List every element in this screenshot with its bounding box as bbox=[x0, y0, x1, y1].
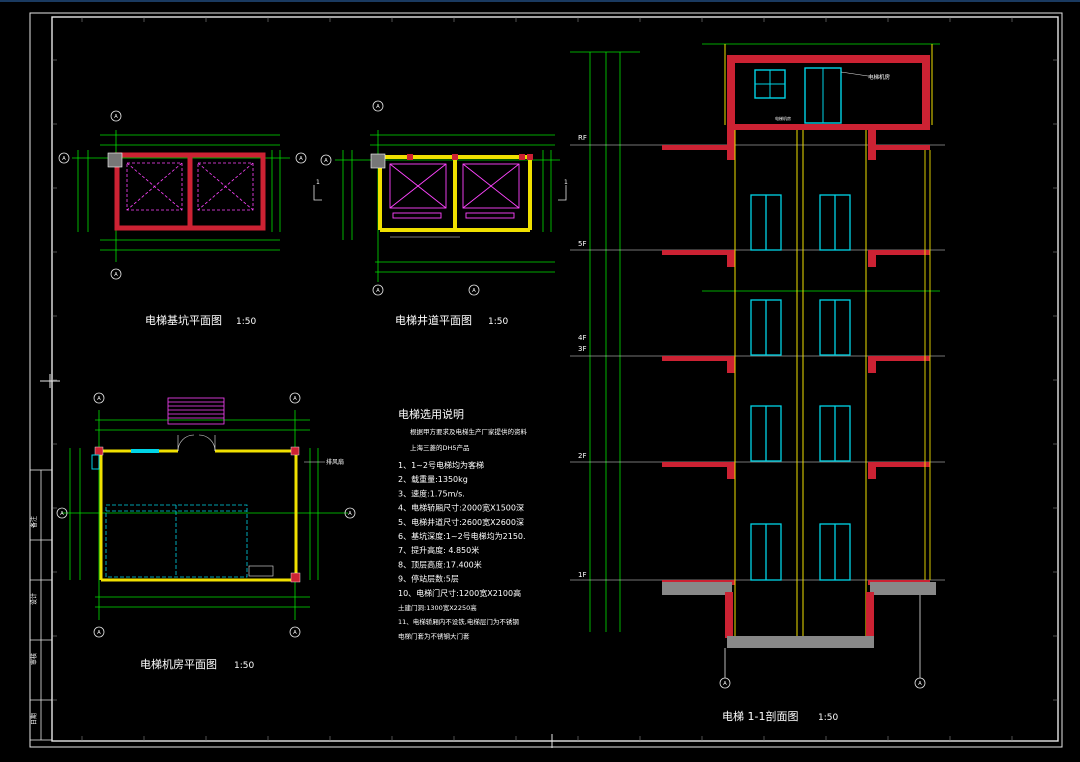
notes-intro-2: 上海三菱的DH5产品 bbox=[410, 443, 470, 452]
notes-item: 8、顶层高度:17.400米 bbox=[398, 559, 482, 569]
machine-room-door bbox=[177, 434, 216, 452]
shaft-column-corner bbox=[370, 153, 386, 169]
vent-fan bbox=[91, 454, 100, 470]
section-axis-label-2: A bbox=[918, 681, 922, 687]
notes-item: 3、速度:1.75m/s. bbox=[398, 488, 465, 498]
machine-room-axis-label-5: A bbox=[60, 511, 64, 517]
notes-item: 10、电梯门尺寸:1200宽X2100高 bbox=[398, 588, 521, 598]
level-label-rf: RF bbox=[578, 134, 587, 142]
notes-item: 土建门洞:1300宽X2250高 bbox=[398, 603, 477, 612]
shaft-axis-label-bottom-2: A bbox=[472, 288, 476, 294]
level-label-1f: 1F bbox=[578, 571, 586, 579]
section-walls-outer bbox=[924, 150, 931, 580]
machine-room-floor-label: 电梯机房 bbox=[775, 115, 791, 121]
level-label-2f: 2F bbox=[578, 452, 586, 460]
section-shaft-walls bbox=[727, 130, 876, 479]
machine-room-plan-title: 电梯机房平面图 bbox=[140, 657, 217, 671]
shaft-cut-marks bbox=[313, 185, 567, 201]
elevator-notes: 电梯选用说明 根据甲方要求及电梯生产厂家提供的资料 上海三菱的DH5产品 1、1… bbox=[398, 407, 528, 640]
notes-intro-1: 根据甲方要求及电梯生产厂家提供的资料 bbox=[410, 427, 528, 436]
title-block: 备注 设计 审核 日期 bbox=[29, 469, 53, 741]
section-dimension-lines bbox=[570, 43, 940, 632]
notes-items: 1、1~2号电梯均为客梯 2、载重量:1350kg 3、速度:1.75m/s. 4、电… bbox=[398, 460, 526, 640]
machine-room-stairs bbox=[167, 397, 225, 425]
notes-item: 7、提升高度: 4.850米 bbox=[398, 545, 479, 555]
shaft-cut-mark-right: 1 bbox=[564, 179, 568, 186]
crosshair-marks bbox=[40, 374, 560, 748]
pit-axis-label-left: A bbox=[62, 156, 66, 162]
shaft-axis-labels: A A A A bbox=[324, 104, 476, 294]
section-level-labels: RF 5F 4F 3F 2F 1F bbox=[578, 134, 587, 579]
pit-axis-label-top: A bbox=[114, 114, 118, 120]
notes-item: 9、停站层数:5层 bbox=[398, 574, 459, 584]
machine-room-axis-label-1: A bbox=[97, 396, 101, 402]
machine-room-door-label: 电梯机房 bbox=[868, 73, 891, 81]
section-axis-label-1: A bbox=[723, 681, 727, 687]
machine-room-axis-markers bbox=[56, 392, 356, 638]
shaft-plan-scale: 1:50 bbox=[488, 317, 508, 327]
section-guide-rails bbox=[724, 44, 933, 636]
shaft-cut-mark-left: 1 bbox=[316, 179, 320, 186]
machine-room-columns bbox=[94, 446, 301, 583]
machine-room-axis-label-3: A bbox=[97, 630, 101, 636]
level-label-4f: 4F bbox=[578, 334, 586, 342]
pit-plan-scale: 1:50 bbox=[236, 317, 256, 327]
machine-room-axis-label-6: A bbox=[348, 511, 352, 517]
notes-item: 6、基坑深度:1~2号电梯均为2150. bbox=[398, 531, 526, 541]
shaft-plan: A A A A 1 1 电梯井道平面图 1:50 bbox=[313, 100, 568, 327]
section-elevator-doors bbox=[750, 194, 851, 581]
frame-tick-marks bbox=[52, 17, 1058, 741]
notes-item: 2、载重量:1350kg bbox=[398, 474, 468, 484]
pit-axis-label-bottom: A bbox=[114, 272, 118, 278]
level-label-3f: 3F bbox=[578, 345, 586, 353]
shaft-cars bbox=[389, 163, 520, 219]
notes-item: 5、电梯井道尺寸:2600宽X2600深 bbox=[398, 517, 524, 527]
shaft-axis-label-bottom: A bbox=[376, 288, 380, 294]
notes-item: 电梯门套为不锈钢大门套 bbox=[398, 631, 470, 640]
pit-hatch bbox=[126, 162, 254, 211]
pit-axis-label-right: A bbox=[299, 156, 303, 162]
section-axis-markers bbox=[719, 595, 926, 689]
title-block-cell-3: 审核 bbox=[30, 653, 38, 665]
machine-room-equipment bbox=[105, 504, 248, 578]
level-label-5f: 5F bbox=[578, 240, 586, 248]
notes-item: 4、电梯轿厢尺寸:2000宽X1500深 bbox=[398, 503, 524, 513]
section-scale: 1:50 bbox=[818, 713, 838, 723]
section-axis-labels: A A bbox=[723, 681, 922, 687]
machine-room-plan: 排风扇 A A A A A A 电梯机房平面图 1:50 bbox=[56, 392, 356, 671]
title-block-cell-1: 备注 bbox=[30, 516, 38, 528]
section-view: 电梯机房 电梯机房 bbox=[570, 43, 945, 723]
shaft-axis-label-left: A bbox=[324, 158, 328, 164]
notes-item: 1、1~2号电梯均为客梯 bbox=[398, 460, 484, 470]
title-block-cell-4: 日期 bbox=[30, 713, 38, 725]
title-block-cell-2: 设计 bbox=[30, 593, 38, 605]
section-title: 电梯 1-1剖面图 bbox=[722, 709, 798, 723]
shaft-columns bbox=[407, 154, 533, 160]
machine-room-axis-label-4: A bbox=[293, 630, 297, 636]
vent-fan-label: 排风扇 bbox=[326, 458, 344, 466]
machine-room-plan-scale: 1:50 bbox=[234, 661, 254, 671]
machine-room-stair-treads bbox=[168, 401, 224, 419]
machine-room-window bbox=[131, 449, 159, 453]
shaft-plan-title: 电梯井道平面图 bbox=[395, 313, 472, 327]
shaft-axis-markers bbox=[320, 100, 480, 296]
pit-column bbox=[107, 152, 123, 168]
pit-axis-markers bbox=[58, 110, 307, 280]
notes-title: 电梯选用说明 bbox=[398, 407, 464, 421]
notes-item: 11、电梯轿厢内不设铁,电梯层门为不锈钢 bbox=[398, 617, 519, 626]
machine-room-trap-door bbox=[248, 565, 274, 577]
machine-room-axis-label-2: A bbox=[293, 396, 297, 402]
section-pit bbox=[725, 592, 874, 638]
pit-plan-title: 电梯基坑平面图 bbox=[145, 313, 222, 327]
pit-axis-labels: A A A A bbox=[62, 114, 303, 278]
machine-room-dimensions bbox=[62, 410, 348, 620]
pit-plan: A A A A 电梯基坑平面图 1:50 bbox=[58, 110, 307, 327]
section-ground bbox=[662, 582, 936, 595]
shaft-axis-label-top: A bbox=[376, 104, 380, 110]
machine-room-axis-labels: A A A A A A bbox=[60, 396, 352, 636]
section-pit-floor bbox=[727, 636, 874, 648]
section-machine-room: 电梯机房 电梯机房 bbox=[727, 55, 930, 127]
